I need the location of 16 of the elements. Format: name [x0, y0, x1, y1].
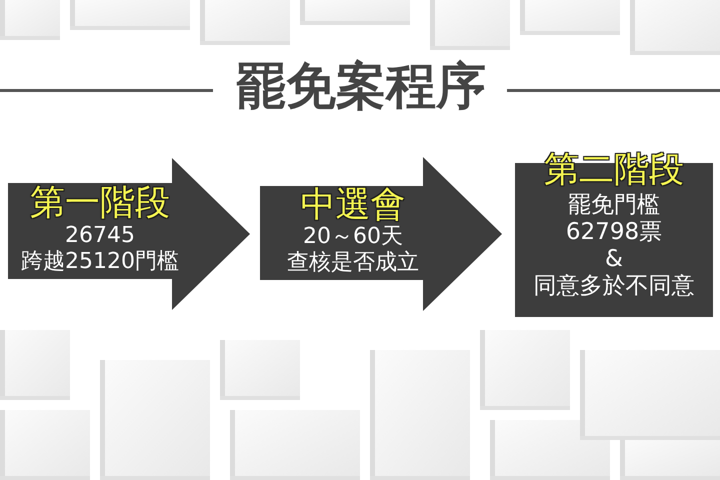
arrow-body — [260, 186, 423, 280]
stage-detail: 查核是否成立 — [287, 250, 419, 276]
stage-detail: 26745 — [65, 223, 135, 249]
arrowhead — [423, 157, 502, 311]
process-box — [515, 150, 713, 317]
stage-heading: 第二階段 — [544, 150, 684, 190]
stage-heading: 第一階段 — [30, 183, 170, 223]
stage-detail: 62798票 — [566, 219, 662, 246]
stage-detail: 20～60天 — [303, 224, 403, 250]
stage-heading: 中選會 — [300, 186, 406, 224]
stage-detail: 同意多於不同意 — [534, 273, 694, 300]
stage-detail: 罷免門檻 — [568, 192, 660, 219]
stage-detail: 跨越25120門檻 — [21, 249, 179, 275]
arrowhead — [172, 158, 250, 310]
stage-detail: & — [605, 246, 623, 273]
diagram-title: 罷免案程序 — [236, 58, 486, 114]
